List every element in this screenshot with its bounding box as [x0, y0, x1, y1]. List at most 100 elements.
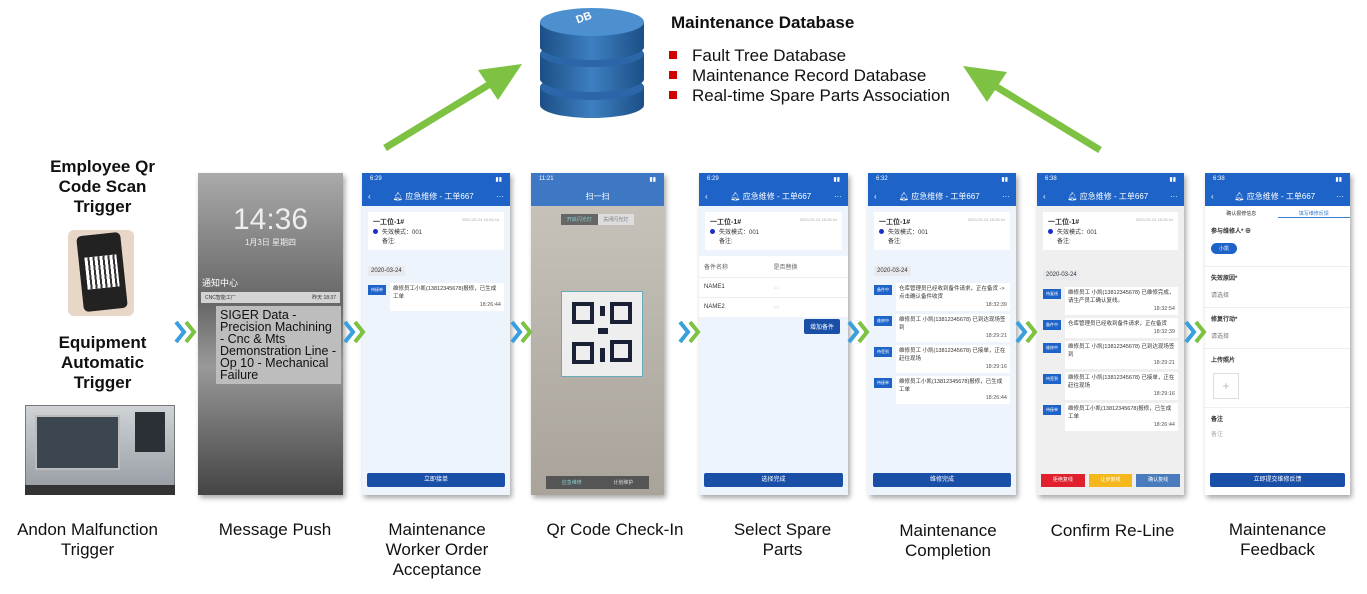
submit-feedback-button[interactable]: 立即提交维修反馈 [1210, 473, 1345, 487]
add-person-icon[interactable]: ⊕ [1245, 229, 1252, 235]
database-item: Maintenance Record Database [669, 66, 926, 86]
step-label-select-spare-parts: Select Spare Parts [733, 520, 832, 559]
step-label-maintenance-completion: Maintenance Completion [899, 521, 997, 560]
back-icon[interactable]: ‹ [1211, 192, 1214, 201]
concession-reline-button[interactable]: 让步复线 [1088, 474, 1133, 487]
more-icon[interactable]: ··· [496, 192, 504, 201]
order-acceptance-screen: 6:29▮▮ ‹🔔︎ 应急维修 - 工单667··· 一工位-1#2020-03… [362, 173, 510, 495]
bell-icon: 🔔︎ [1067, 192, 1078, 201]
more-icon[interactable]: ··· [1002, 192, 1010, 201]
notification-header: CNC智能工厂昨天 18:37 [201, 292, 340, 303]
step-label-qr-checkin: Qr Code Check-In [546, 520, 684, 539]
bullet-icon [669, 51, 677, 59]
maintenance-completion-screen: 6:32▮▮ ‹🔔︎ 应急维修 - 工单667··· 一工位-1#2020-03… [868, 173, 1016, 495]
qr-title: 扫一扫 [531, 187, 664, 206]
equipment-trigger-label: Equipment Automatic Trigger [58, 333, 147, 392]
spare-parts-screen: 6:29▮▮ ‹🔔︎ 应急维修 - 工单667··· 一工位-1#2020-03… [699, 173, 848, 495]
back-icon[interactable]: ‹ [874, 192, 877, 201]
data-flow-arrows [383, 64, 1102, 153]
back-icon[interactable]: ‹ [705, 192, 708, 201]
feedback-tabs: 确认报修信息 填写维修反馈 [1205, 206, 1350, 222]
table-row: NAME1▭ [699, 277, 848, 297]
maintenance-feedback-screen: 6:38▮▮ ‹🔔︎ 应急维修 - 工单667··· 确认报修信息 填写维修反馈… [1205, 173, 1350, 495]
bullet-icon [669, 71, 677, 79]
database-icon [540, 8, 644, 118]
remark-input[interactable]: 备注 [1211, 432, 1224, 438]
confirm-reline-screen: 6:38▮▮ ‹🔔︎ 应急维修 - 工单667··· 一工位-1#2020-03… [1037, 173, 1184, 495]
qr-code-icon [84, 254, 120, 290]
andon-trigger-label: Andon Malfunction Trigger [17, 520, 158, 559]
checkbox[interactable]: ▭ [773, 305, 780, 311]
arrow-head-icon [963, 66, 1007, 102]
database-item: Real-time Spare Parts Association [669, 86, 950, 106]
more-icon[interactable]: ··· [1170, 192, 1178, 201]
chevron-right-icon [678, 320, 701, 344]
chevron-right-icon [1184, 320, 1207, 344]
date-chip: 2020-03-24 [368, 266, 405, 276]
bell-icon: 🔔︎ [898, 192, 910, 201]
qr-scan-frame [561, 291, 643, 377]
bell-icon: 🔔︎ [392, 192, 404, 201]
confirm-reline-button[interactable]: 确认复线 [1136, 474, 1181, 487]
step-label-maintenance-feedback: Maintenance Feedback [1228, 520, 1327, 559]
arrow-to-database-left [383, 81, 492, 151]
notification-center-label: 通知中心 [202, 278, 239, 288]
cause-select[interactable]: 请选择 [1211, 293, 1230, 299]
chevron-right-icon [174, 320, 197, 344]
step-label-confirm-reline: Confirm Re-Line [1050, 521, 1175, 540]
lock-time: 14:36 [232, 203, 309, 236]
accept-order-button[interactable]: 立即接单 [367, 473, 505, 487]
reject-reline-button[interactable]: 拒绝复线 [1041, 474, 1085, 487]
qr-tabs: 应急维修 计划维护 [546, 476, 649, 489]
tab-fill-feedback[interactable]: 填写维修反馈 [1277, 210, 1350, 218]
database-title: Maintenance Database [671, 13, 855, 32]
chevron-right-icon [510, 320, 533, 344]
database-item: Fault Tree Database [669, 46, 846, 66]
spare-parts-table: 备件名称是否替换 NAME1▭ NAME2▭ [699, 256, 848, 317]
step-label-message-push: Message Push [218, 520, 332, 539]
add-spare-part-button[interactable]: 增加备件 [803, 319, 840, 334]
upload-photo-button[interactable]: + [1213, 373, 1239, 399]
message-push-screen: 14:36 1月3日 星期四 通知中心 CNC智能工厂昨天 18:37 SIGE… [198, 173, 343, 495]
qr-checkin-screen: 11:21▮▮ 扫一扫 开启闪光灯 关闭闪光灯 应急维修 计划维护 [531, 173, 664, 495]
phone-scan-image [68, 230, 134, 316]
timeline-event: 待复线维修员工 小凯(13812345678) 已维修完成，请生产员工确认复线。… [1043, 287, 1178, 315]
back-icon[interactable]: ‹ [368, 192, 371, 201]
flash-toggle: 开启闪光灯 关闭闪光灯 [561, 214, 634, 225]
more-icon[interactable]: ··· [834, 192, 842, 201]
participant-chip[interactable]: 小凯 [1211, 243, 1238, 254]
checkbox[interactable]: ▭ [773, 285, 780, 291]
date-chip: 2020-03-24 [1043, 270, 1080, 280]
lock-date: 1月3日 星期四 [244, 238, 297, 247]
select-done-button[interactable]: 选择完成 [704, 473, 843, 487]
notification-body[interactable]: SIGER Data - Precision Machining - Cnc &… [216, 306, 341, 384]
qr-code-icon [572, 302, 632, 364]
arrow-to-database-right [993, 83, 1102, 153]
action-select[interactable]: 请选择 [1211, 334, 1230, 340]
table-row: NAME2▭ [699, 297, 848, 317]
tab-confirm-info[interactable]: 确认报修信息 [1226, 211, 1257, 217]
chevron-right-icon [343, 320, 366, 344]
back-icon[interactable]: ‹ [1043, 192, 1046, 201]
maintenance-done-button[interactable]: 维修完成 [873, 473, 1011, 487]
cnc-machine-image [25, 397, 175, 495]
bullet-icon [669, 91, 677, 99]
date-chip: 2020-03-24 [874, 266, 911, 276]
bell-icon: 🔔︎ [730, 192, 741, 201]
more-icon[interactable]: ··· [1336, 192, 1344, 201]
step-label-order-acceptance: Maintenance Worker Order Acceptance [385, 520, 489, 579]
arrow-head-icon [478, 64, 522, 100]
qr-trigger-label: Employee Qr Code Scan Trigger [50, 157, 155, 216]
